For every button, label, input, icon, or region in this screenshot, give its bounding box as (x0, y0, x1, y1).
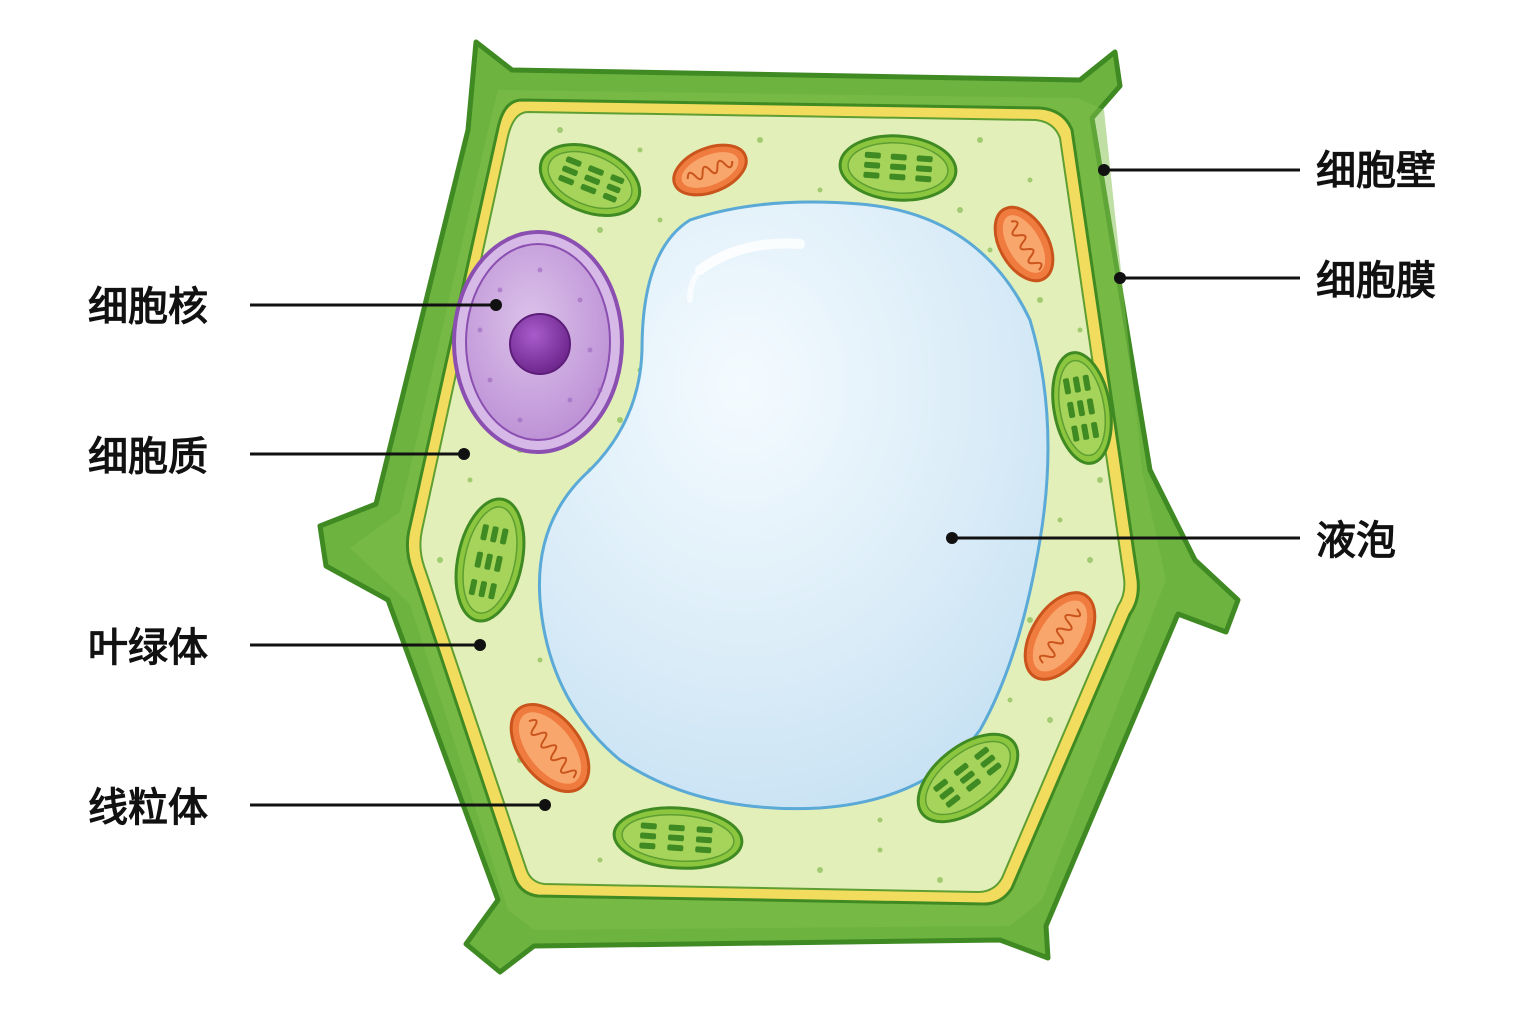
label-cell-wall: 细胞壁 (1316, 148, 1436, 194)
nucleolus (509, 313, 571, 375)
chloroplast (1051, 351, 1113, 465)
leaders (250, 164, 1300, 811)
labels: 细胞壁 细胞膜 液泡 细胞核 细胞质 叶绿体 线粒体 (88, 148, 1436, 831)
mitochondrion-group (509, 143, 1097, 794)
chloroplast-group (454, 134, 1113, 870)
label-mitochondrion: 线粒体 (88, 785, 208, 831)
chloroplast (538, 143, 642, 217)
mitochondrion (993, 205, 1055, 283)
pin-cytoplasm (458, 448, 470, 460)
mitochondrion (1023, 591, 1097, 681)
chloroplast (838, 134, 958, 202)
pin-nucleus (490, 299, 502, 311)
nucleus (452, 230, 624, 454)
pin-cell-membrane (1114, 272, 1126, 284)
label-vacuole: 液泡 (1316, 518, 1396, 564)
chloroplast (454, 497, 526, 623)
mitochondrion (509, 702, 591, 794)
label-nucleus: 细胞核 (88, 284, 208, 330)
label-cytoplasm: 细胞质 (88, 434, 208, 480)
label-chloroplast: 叶绿体 (88, 625, 208, 671)
vacuole (537, 200, 1050, 811)
label-cell-membrane: 细胞膜 (1316, 258, 1436, 304)
mitochondrion (672, 143, 748, 197)
chloroplast (612, 806, 744, 870)
chloroplast (916, 732, 1020, 824)
pin-cell-wall (1098, 164, 1110, 176)
pin-vacuole (946, 532, 958, 544)
pin-mitochondrion (539, 799, 551, 811)
pin-chloroplast (474, 639, 486, 651)
